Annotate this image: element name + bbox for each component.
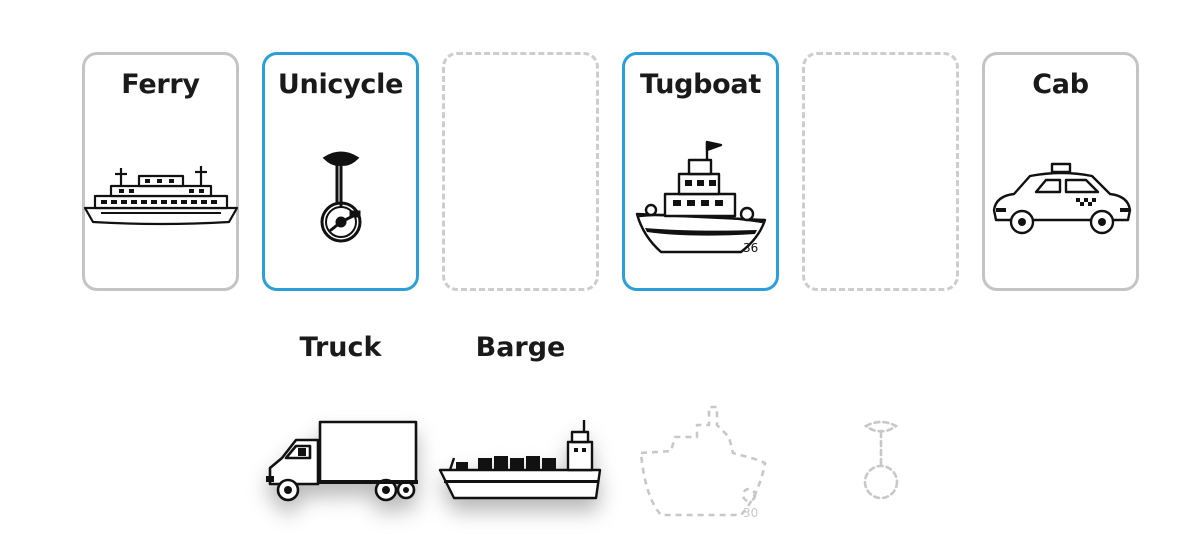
card-label-cab: Cab — [1032, 69, 1089, 100]
tugboat-outline-icon: 30 — [639, 405, 766, 520]
tugboat-icon: 36 — [635, 140, 766, 255]
draggable-truck[interactable] — [262, 400, 419, 525]
tray-label-barge: Barge — [475, 332, 566, 363]
card-cab[interactable]: Cab — [982, 52, 1139, 291]
ferry-icon — [83, 166, 238, 226]
card-label-ferry: Ferry — [121, 69, 200, 100]
card-tugboat[interactable]: Tugboat 36 — [622, 52, 779, 291]
unicycle-icon — [320, 151, 361, 243]
card-ferry[interactable]: Ferry — [82, 52, 239, 291]
card-label-unicycle: Unicycle — [277, 69, 404, 100]
svg-text:36: 36 — [743, 241, 758, 255]
card-label-tugboat: Tugboat — [640, 69, 761, 100]
empty-slot-5[interactable] — [802, 52, 959, 291]
placed-tugboat-ghost: 30 — [622, 400, 779, 525]
draggable-barge[interactable] — [438, 400, 601, 525]
placed-unicycle-ghost — [802, 400, 959, 525]
truck-icon — [265, 420, 418, 501]
barge-icon — [438, 419, 601, 499]
empty-slot-3[interactable] — [442, 52, 599, 291]
card-unicycle[interactable]: Unicycle — [262, 52, 419, 291]
tray-label-truck: Truck — [299, 332, 382, 363]
svg-text:30: 30 — [743, 506, 758, 520]
taxi-icon — [992, 162, 1131, 235]
unicycle-outline-icon — [863, 420, 898, 499]
